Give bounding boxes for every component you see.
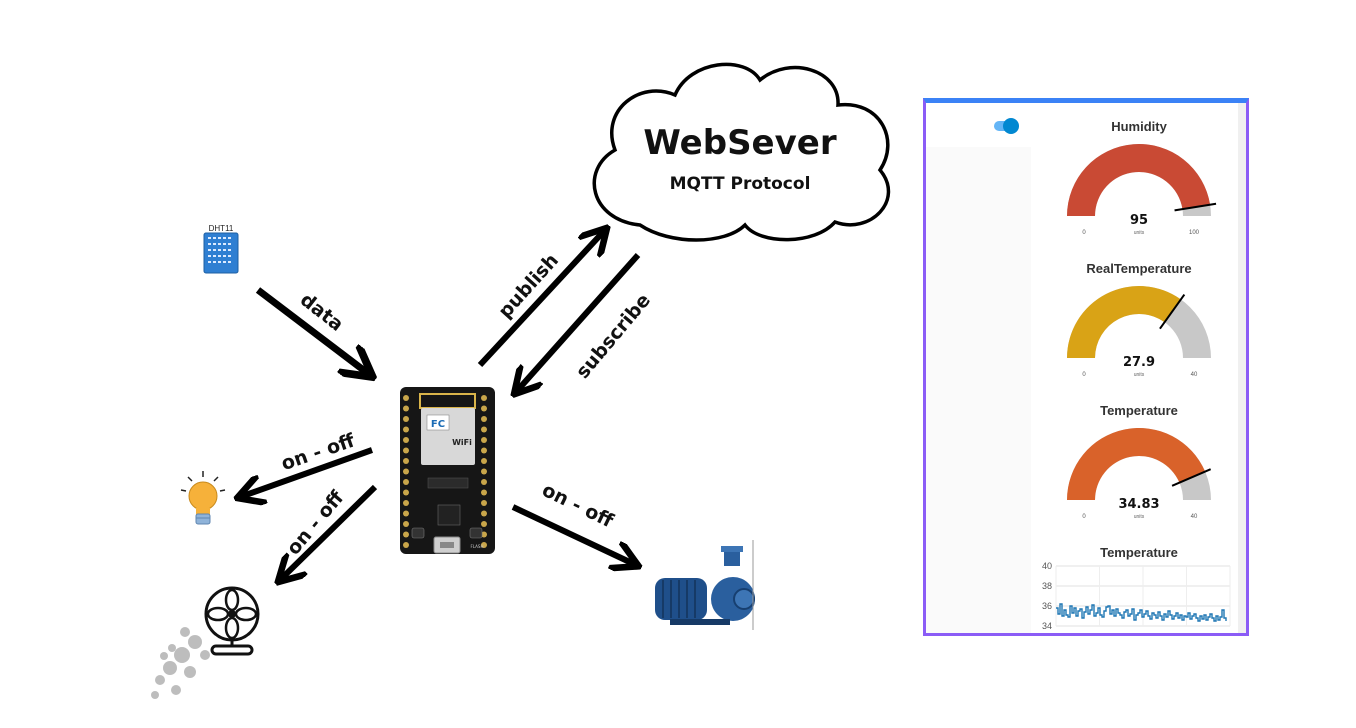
gauge-title: Humidity xyxy=(1111,119,1167,134)
chart-y-tick: 34 xyxy=(1042,621,1052,631)
dashboard-sidebar-header xyxy=(926,103,1031,147)
board-pin xyxy=(481,447,487,454)
gauge-fill xyxy=(1067,144,1211,216)
arrow-bulb: on - off xyxy=(240,429,374,497)
board-pin xyxy=(481,500,487,506)
gauge-units: units xyxy=(1134,230,1145,236)
arrow-publish: publish xyxy=(477,230,605,368)
gauge-title: Temperature xyxy=(1100,403,1178,418)
gauge-card-humidity: Humidity 95 units 0 100 xyxy=(1034,119,1244,249)
chart-series-line xyxy=(1056,603,1227,622)
board-pin xyxy=(403,468,409,475)
gauge-units: units xyxy=(1134,514,1145,520)
gauge-needle xyxy=(1159,293,1186,330)
board-pin xyxy=(481,458,487,464)
board-pin xyxy=(403,447,409,454)
cloud-title: WebSever xyxy=(643,123,836,163)
gauge-needle xyxy=(1171,468,1212,487)
board-pin xyxy=(403,458,409,464)
board-pin xyxy=(481,531,487,538)
chart-title: Temperature xyxy=(1100,545,1178,560)
board-pin xyxy=(403,489,409,496)
temperature-line-chart: 40 38 36 34 xyxy=(1042,561,1231,631)
board-pin xyxy=(403,510,409,517)
board-pin xyxy=(403,437,409,443)
gauge-min: 0 xyxy=(1082,230,1086,236)
board-pin xyxy=(403,416,409,422)
fan-icon xyxy=(151,586,260,699)
board-pin xyxy=(481,521,487,527)
gauge-fill xyxy=(1067,428,1206,500)
gauge-card-temperature: Temperature 34.83 units 0 40 xyxy=(1034,403,1244,533)
gauge-needle xyxy=(1174,202,1217,212)
board-pin xyxy=(403,531,409,538)
gauge-card-realtemperature: RealTemperature 27.9 units 0 40 xyxy=(1034,261,1244,391)
board-pin xyxy=(481,479,487,485)
gauge-min: 0 xyxy=(1082,514,1086,520)
board-pin xyxy=(403,405,409,412)
chart-y-tick: 36 xyxy=(1042,601,1052,611)
gauge-value: 27.9 xyxy=(1123,355,1155,370)
dht11-sensor-icon: DHT11 xyxy=(203,224,239,274)
board-pin xyxy=(403,521,409,527)
gauge-fill xyxy=(1067,286,1181,358)
gauge-max: 40 xyxy=(1191,514,1198,520)
board-wifi-label: WiFi xyxy=(452,438,472,447)
gauge-value: 95 xyxy=(1130,213,1148,228)
toggle-switch[interactable] xyxy=(994,118,1019,134)
board-flash-label: FLASH xyxy=(471,544,484,549)
gauge-realtemperature: 27.9 units 0 40 xyxy=(1067,286,1211,378)
dashboard-panel: Humidity 95 units 0 100 RealTemperature … xyxy=(923,98,1249,636)
dashboard-sidebar xyxy=(926,147,1031,633)
svg-text:FC: FC xyxy=(431,419,445,430)
gauge-max: 40 xyxy=(1191,372,1198,378)
board-pin xyxy=(481,489,487,496)
light-bulb-icon xyxy=(180,471,226,525)
gauge-title: RealTemperature xyxy=(1086,261,1192,276)
board-pin xyxy=(481,426,487,433)
cloud-subtitle: MQTT Protocol xyxy=(670,174,811,194)
dashboard-scrollbar[interactable] xyxy=(1238,103,1246,633)
board-pin xyxy=(403,479,409,485)
gauge-temperature: 34.83 units 0 40 xyxy=(1067,428,1212,520)
board-pin xyxy=(481,510,487,517)
board-pin xyxy=(481,405,487,412)
board-pin xyxy=(481,468,487,475)
board-pin xyxy=(481,395,487,401)
board-pin xyxy=(481,542,487,548)
temperature-chart-card: Temperature 40 38 36 34 xyxy=(1034,545,1244,633)
board-pin xyxy=(481,416,487,422)
chart-y-tick: 38 xyxy=(1042,581,1052,591)
board-pin xyxy=(481,437,487,443)
gauge-humidity: 95 units 0 100 xyxy=(1067,144,1217,236)
chart-y-tick: 40 xyxy=(1042,561,1052,571)
gauge-value: 34.83 xyxy=(1118,497,1159,512)
arrow-data: data xyxy=(255,287,370,375)
nodemcu-board: FC WiFi FLASH xyxy=(400,387,495,554)
sensor-label: DHT11 xyxy=(209,224,234,233)
arrow-fan: on - off xyxy=(280,484,378,580)
board-pin xyxy=(403,395,409,401)
water-pump-icon xyxy=(655,540,755,630)
gauge-max: 100 xyxy=(1189,230,1200,236)
board-pin xyxy=(403,500,409,506)
board-pin xyxy=(403,542,409,548)
arrow-label-subscribe: subscribe xyxy=(572,289,655,382)
webserver-cloud: WebSever MQTT Protocol xyxy=(592,62,891,242)
gauge-min: 0 xyxy=(1082,372,1086,378)
board-pin xyxy=(403,426,409,433)
gauge-units: units xyxy=(1134,372,1145,378)
arrow-pump: on - off xyxy=(511,479,636,565)
toggle-knob xyxy=(1003,118,1019,134)
